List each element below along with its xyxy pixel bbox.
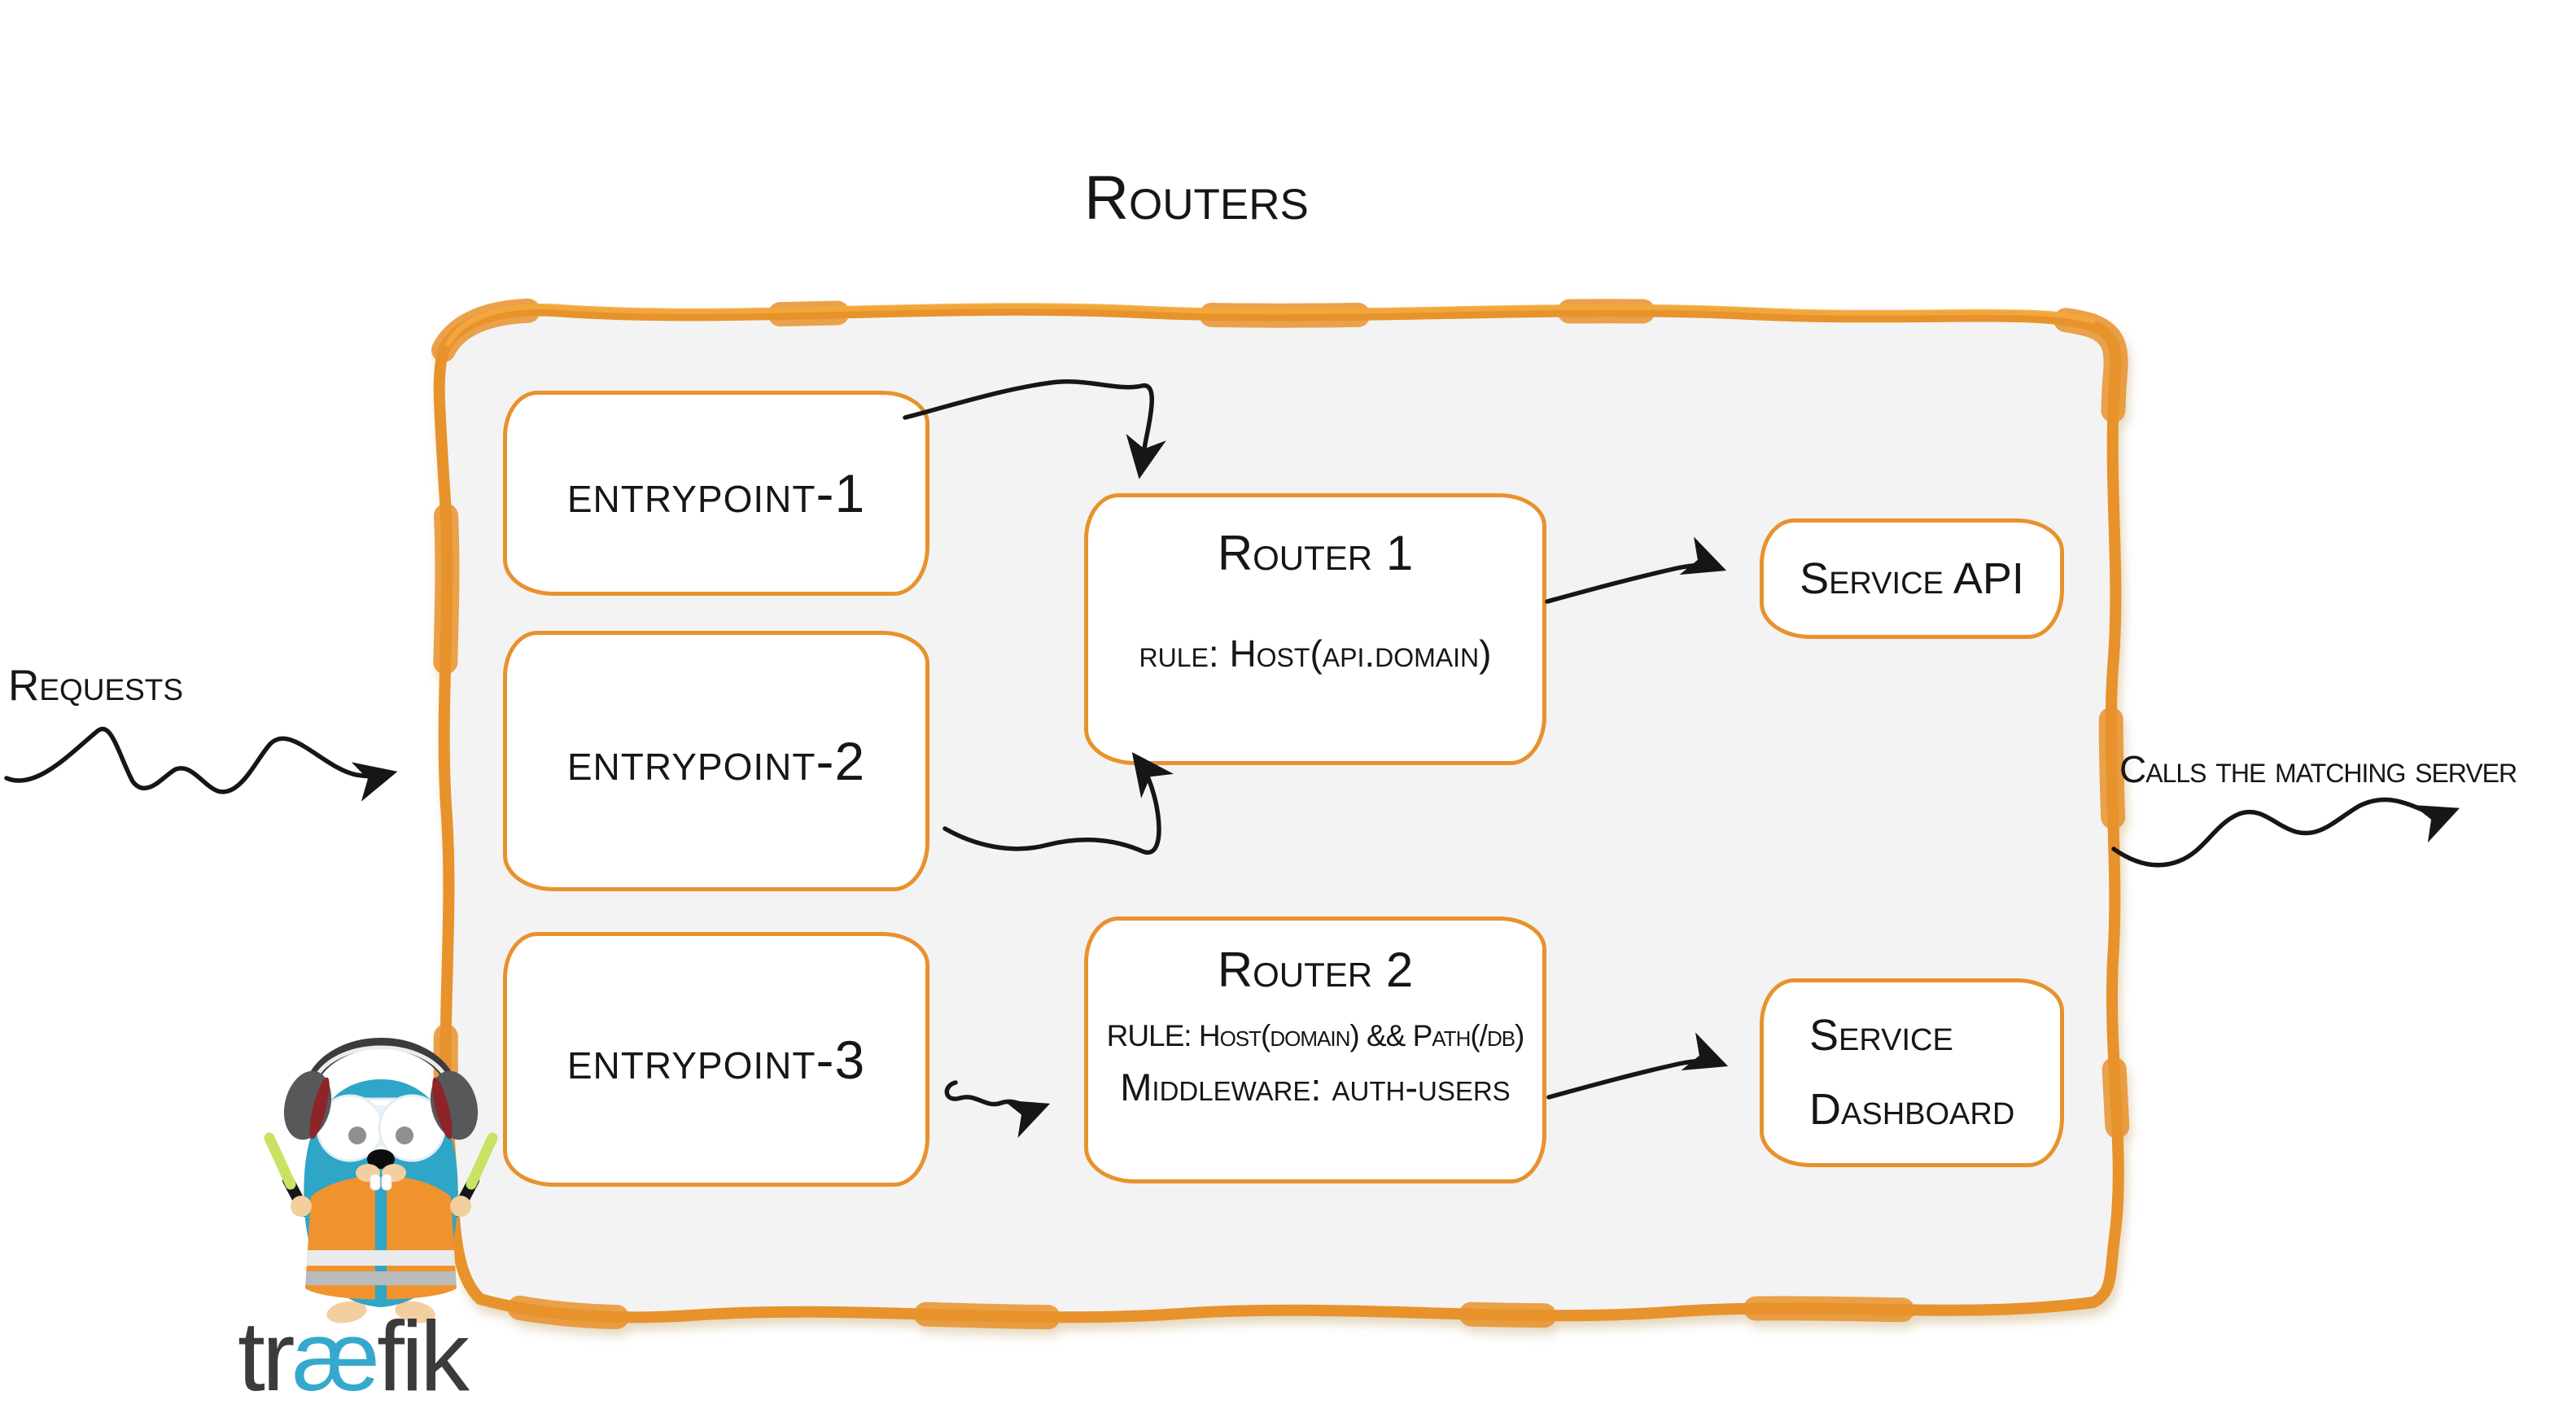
entrypoint-3-label: entrypoint-3	[566, 1029, 866, 1090]
vest-stripe-light	[305, 1250, 457, 1266]
right-eye	[396, 1126, 413, 1144]
left-tooth	[370, 1174, 381, 1191]
service-api-box: Service API	[1760, 518, 2064, 639]
right-foot	[395, 1301, 435, 1323]
entrypoint-1-label: entrypoint-1	[566, 463, 866, 523]
requests-label: Requests	[8, 662, 184, 710]
vest-center-gap	[375, 1176, 387, 1300]
nose-icon	[367, 1149, 395, 1169]
right-ear-cup-icon	[430, 1070, 479, 1140]
left-foot	[326, 1301, 367, 1323]
service-dashboard-label: Service Dashboard	[1809, 1011, 2015, 1134]
left-eye	[348, 1126, 366, 1144]
traefik-gopher-logo	[264, 1038, 498, 1323]
router-2-title: Router 2	[1217, 943, 1414, 997]
headphone-band-highlight	[310, 1045, 452, 1085]
router-2-middleware: Middleware: auth-users	[1120, 1065, 1511, 1109]
vest-stripe-gray	[305, 1271, 457, 1285]
router-1-title: Router 1	[1217, 526, 1414, 580]
entrypoint-3-box: entrypoint-3	[503, 932, 929, 1187]
left-stick-icon	[264, 1132, 296, 1190]
router-2-box: Router 2 RULE: Host(domain) && Path(/db)…	[1084, 916, 1546, 1183]
wordmark-tr: tr	[238, 1301, 295, 1411]
service-dashboard-box: Service Dashboard	[1760, 978, 2064, 1167]
right-hand	[450, 1196, 471, 1217]
wordmark-fik: fik	[377, 1301, 470, 1411]
diagram-title: Routers	[1084, 164, 1309, 233]
router-2-rule: RULE: Host(domain) && Path(/db)	[1106, 1019, 1525, 1052]
service-api-label: Service API	[1800, 553, 2024, 603]
left-ear-cup-icon	[283, 1070, 332, 1140]
entrypoint-1-box: entrypoint-1	[503, 391, 929, 596]
entrypoint-2-label: entrypoint-2	[566, 731, 866, 791]
right-stick-icon	[466, 1132, 498, 1190]
traefik-wordmark: træfik	[238, 1299, 470, 1413]
router-1-rule: rule: Host(api.domain)	[1139, 632, 1492, 675]
routers-container-highlight	[444, 303, 2097, 348]
right-tooth	[381, 1174, 392, 1191]
entrypoint-2-box: entrypoint-2	[503, 631, 929, 891]
left-hand	[291, 1196, 312, 1217]
router-1-box: Router 1 rule: Host(api.domain)	[1084, 493, 1546, 765]
wordmark-ae: æ	[291, 1301, 381, 1411]
calls-the-matching-server-label: Calls the matching server	[2119, 748, 2517, 790]
